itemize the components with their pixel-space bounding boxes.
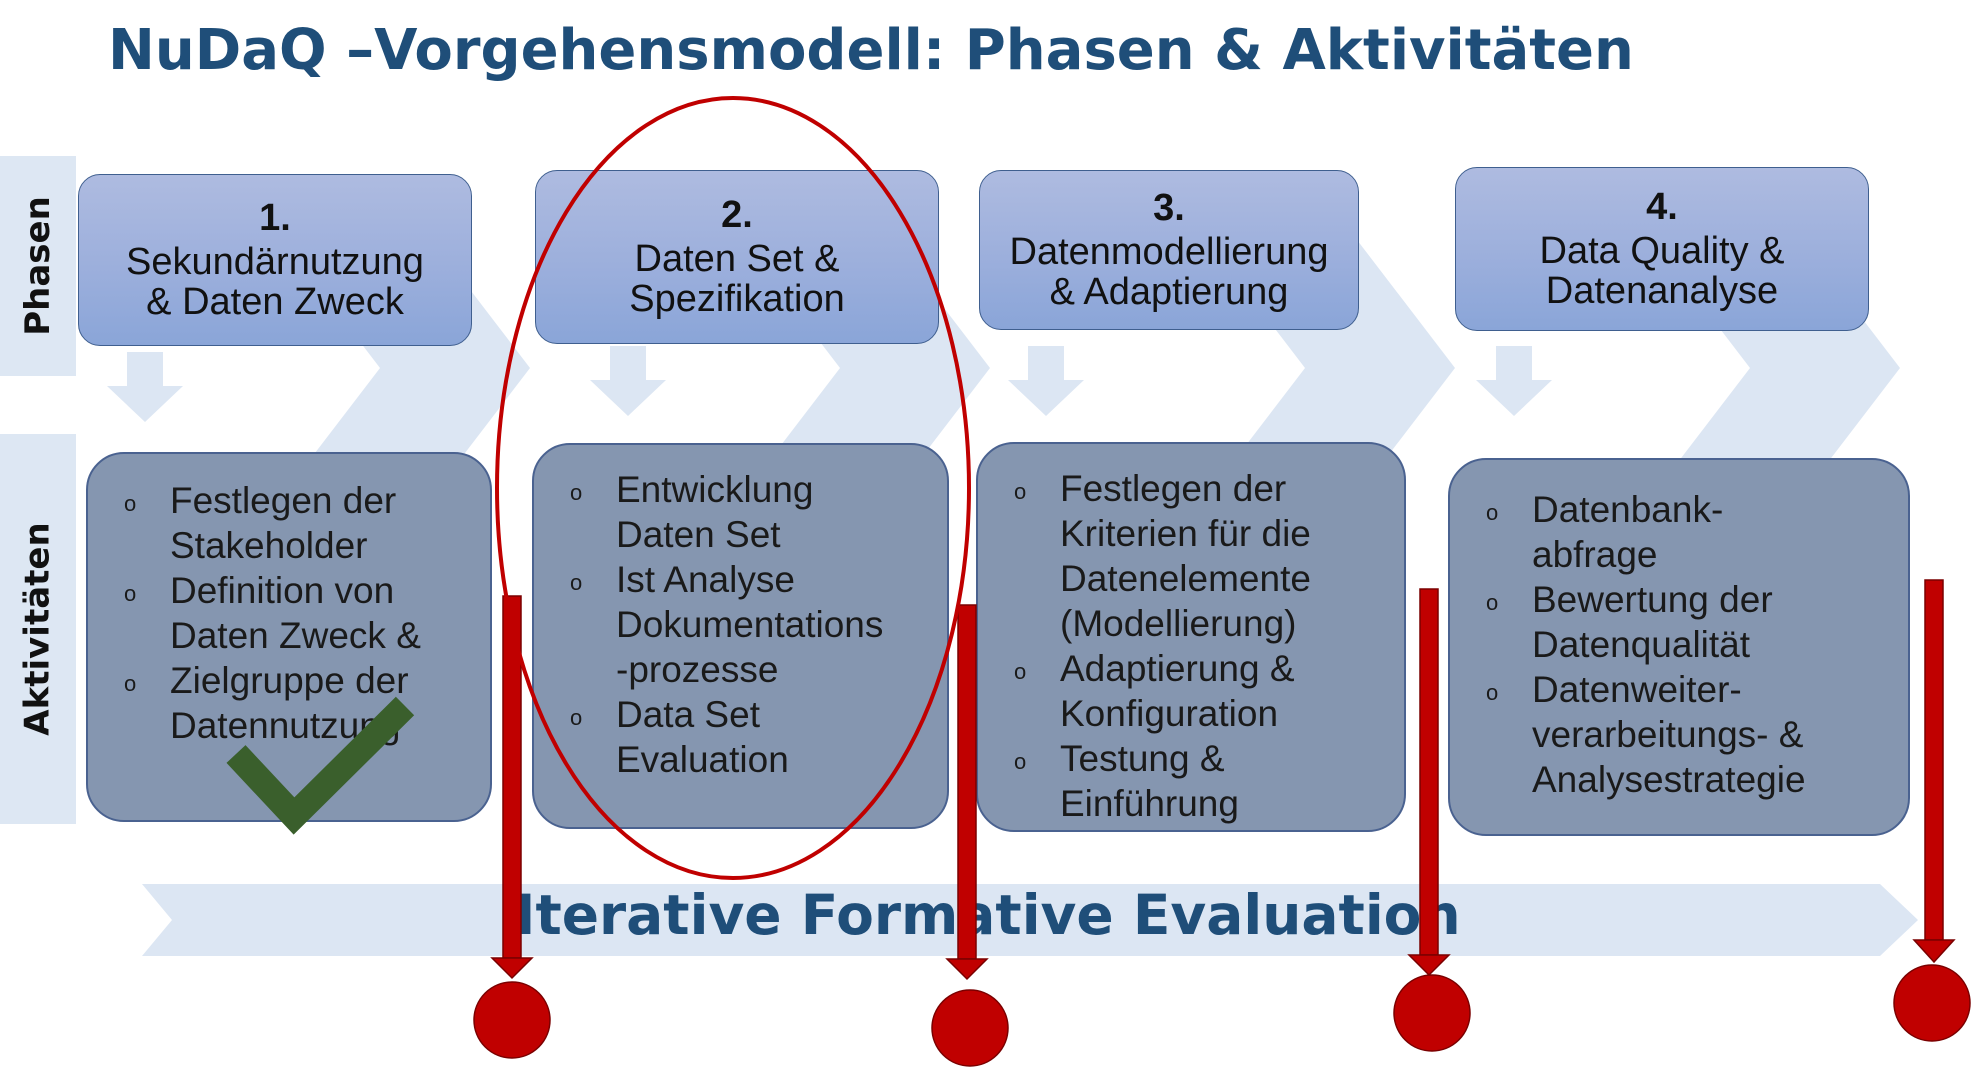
phase-box-2: 2. Daten Set & Spezifikation — [535, 170, 939, 344]
bullet-icon: o — [124, 581, 137, 606]
row-label-activities: Aktivitäten — [0, 434, 76, 824]
bullet-icon: o — [570, 705, 583, 730]
page-title: NuDaQ –Vorgehensmodell: Phasen & Aktivit… — [108, 18, 1634, 83]
phase-title-line: & Adaptierung — [1049, 271, 1289, 314]
row-label-phases: Phasen — [0, 156, 76, 376]
evaluation-marker-3 — [1393, 588, 1471, 1052]
evaluation-marker-2 — [931, 604, 1009, 1067]
evaluation-marker-4 — [1893, 579, 1971, 1042]
phase-number: 2. — [721, 193, 753, 236]
bullet-icon: o — [1486, 500, 1499, 525]
phase-title-line: Data Quality & — [1539, 229, 1785, 272]
checkmark-icon — [226, 696, 415, 835]
phase-title-line: Spezifikation — [629, 278, 845, 321]
phase-title-line: Datenanalyse — [1545, 270, 1779, 313]
phase-number: 3. — [1153, 186, 1185, 229]
phase-title-line: Sekundärnutzung — [126, 240, 424, 283]
bullet-icon: o — [124, 671, 137, 696]
phase-box-3: 3. Datenmodellierung & Adaptierung — [979, 170, 1359, 330]
down-arrow-3 — [1008, 346, 1084, 416]
down-arrow-1 — [107, 352, 183, 422]
phase-title-line: Datenmodellierung — [1009, 230, 1329, 273]
bullet-icon: o — [570, 570, 583, 595]
bullet-icon: o — [570, 480, 583, 505]
bullet-icon: o — [1014, 749, 1027, 774]
bullet-icon: o — [1486, 680, 1499, 705]
bullet-icon: o — [124, 491, 137, 516]
evaluation-marker-1 — [473, 595, 551, 1059]
bullet-icon: o — [1014, 659, 1027, 684]
phase-title-line: & Daten Zweck — [146, 281, 404, 324]
evaluation-arrow — [142, 884, 1918, 956]
phase-title-line: Daten Set & — [634, 237, 840, 280]
evaluation-label: Iterative Formative Evaluation — [515, 883, 1461, 947]
bullet-icon: o — [1014, 479, 1027, 504]
bullet-icon: o — [1486, 590, 1499, 615]
down-arrow-2 — [590, 346, 666, 416]
down-arrow-4 — [1476, 346, 1552, 416]
phase-number: 4. — [1646, 185, 1678, 228]
phase-box-4: 4. Data Quality & Datenanalyse — [1455, 167, 1869, 331]
phase-box-1: 1. Sekundärnutzung & Daten Zweck — [78, 174, 472, 346]
highlight-ellipse — [495, 96, 971, 880]
phase-number: 1. — [259, 196, 291, 239]
